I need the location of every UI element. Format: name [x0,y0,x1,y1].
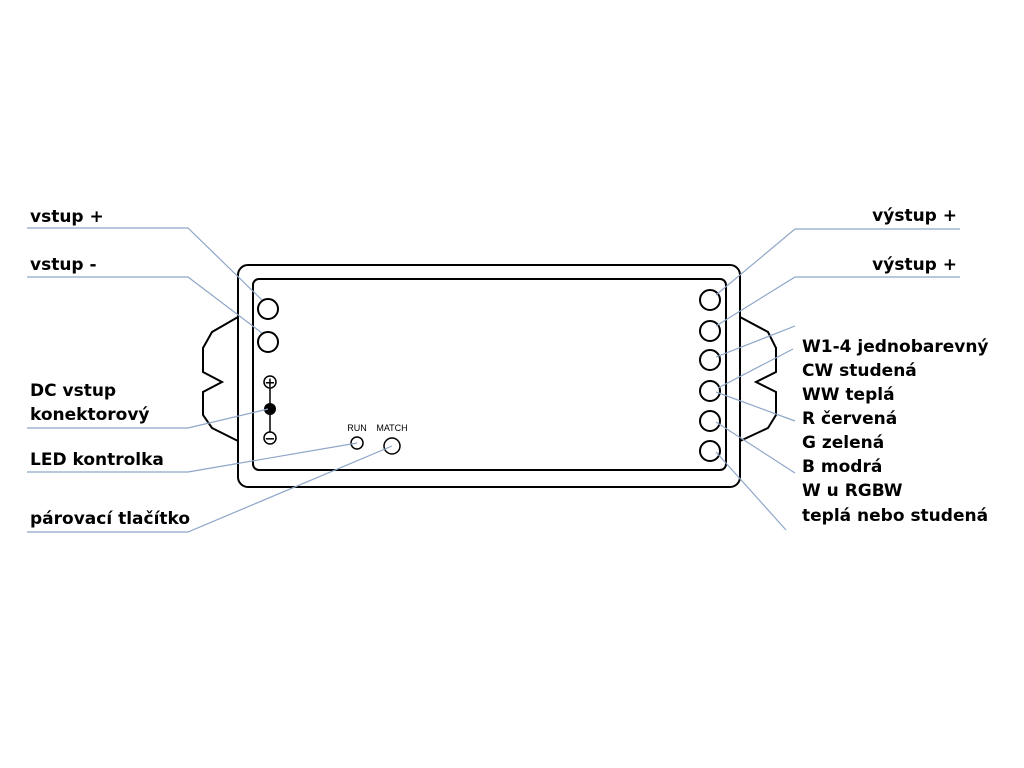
label-channel-b: B modrá [802,457,882,477]
output-terminal-6 [699,440,721,462]
dc-minus-text: − [265,432,276,447]
leader-channel-1 [715,325,796,358]
leader-channel-3 [715,391,796,422]
label-dc-input-line2: konektorový [30,405,150,425]
label-pairing-button: párovací tlačítko [30,509,190,529]
label-output-plus-2: výstup + [872,255,957,275]
dc-jack: + − [263,375,277,447]
label-channel-ww: WW teplá [802,385,895,405]
label-channel-r: R červená [802,409,897,429]
dc-plus-text: + [265,376,276,391]
label-channel-warm-or-cold: teplá nebo studená [802,506,988,526]
leader-output-plus-2 [715,276,960,327]
dc-jack-socket [264,403,276,415]
run-label: RUN [347,423,367,433]
output-terminal-2 [699,320,721,342]
output-terminal-4 [699,380,721,402]
match-button [383,437,401,455]
output-terminal-3 [699,349,721,371]
controller-housing [202,264,777,488]
housing-outer [237,264,741,488]
right-mounting-ear [739,316,777,442]
leader-pairing [27,445,393,533]
leader-channel-4 [715,421,796,474]
input-minus-terminal [257,331,279,353]
run-led [350,436,364,450]
output-terminals [699,289,721,462]
match-label: MATCH [376,423,407,433]
label-input-plus: vstup + [30,207,104,227]
housing-inner [252,278,727,471]
controls: RUN MATCH [347,423,408,455]
leader-dc-input [27,408,269,429]
leader-led [27,442,358,473]
right-labels: výstup + výstup + W1-4 jednobarevný CW s… [802,206,989,526]
label-channel-w-rgbw: W u RGBW [802,481,903,501]
leader-channel-2 [717,348,794,389]
leader-input-plus [27,227,263,301]
label-led-indicator: LED kontrolka [30,450,164,470]
left-mounting-ear [202,316,239,442]
input-terminals [257,298,279,353]
leader-lines [27,227,960,533]
dc-plus-symbol [263,375,277,389]
left-labels: vstup + vstup - DC vstup konektorový LED… [30,207,190,529]
label-channel-cw: CW studená [802,361,917,381]
label-dc-input-line1: DC vstup [30,381,116,401]
output-terminal-5 [699,410,721,432]
label-output-plus-1: výstup + [872,206,957,226]
leader-input-minus [27,276,263,334]
leader-output-plus-1 [715,228,960,296]
output-terminal-1 [699,289,721,311]
label-channel-g: G zelená [802,433,884,453]
leader-channel-5 [715,451,787,531]
input-plus-terminal [257,298,279,320]
dc-minus-symbol [263,431,277,445]
label-input-minus: vstup - [30,255,97,275]
label-channel-w1-4: W1-4 jednobarevný [802,337,989,357]
